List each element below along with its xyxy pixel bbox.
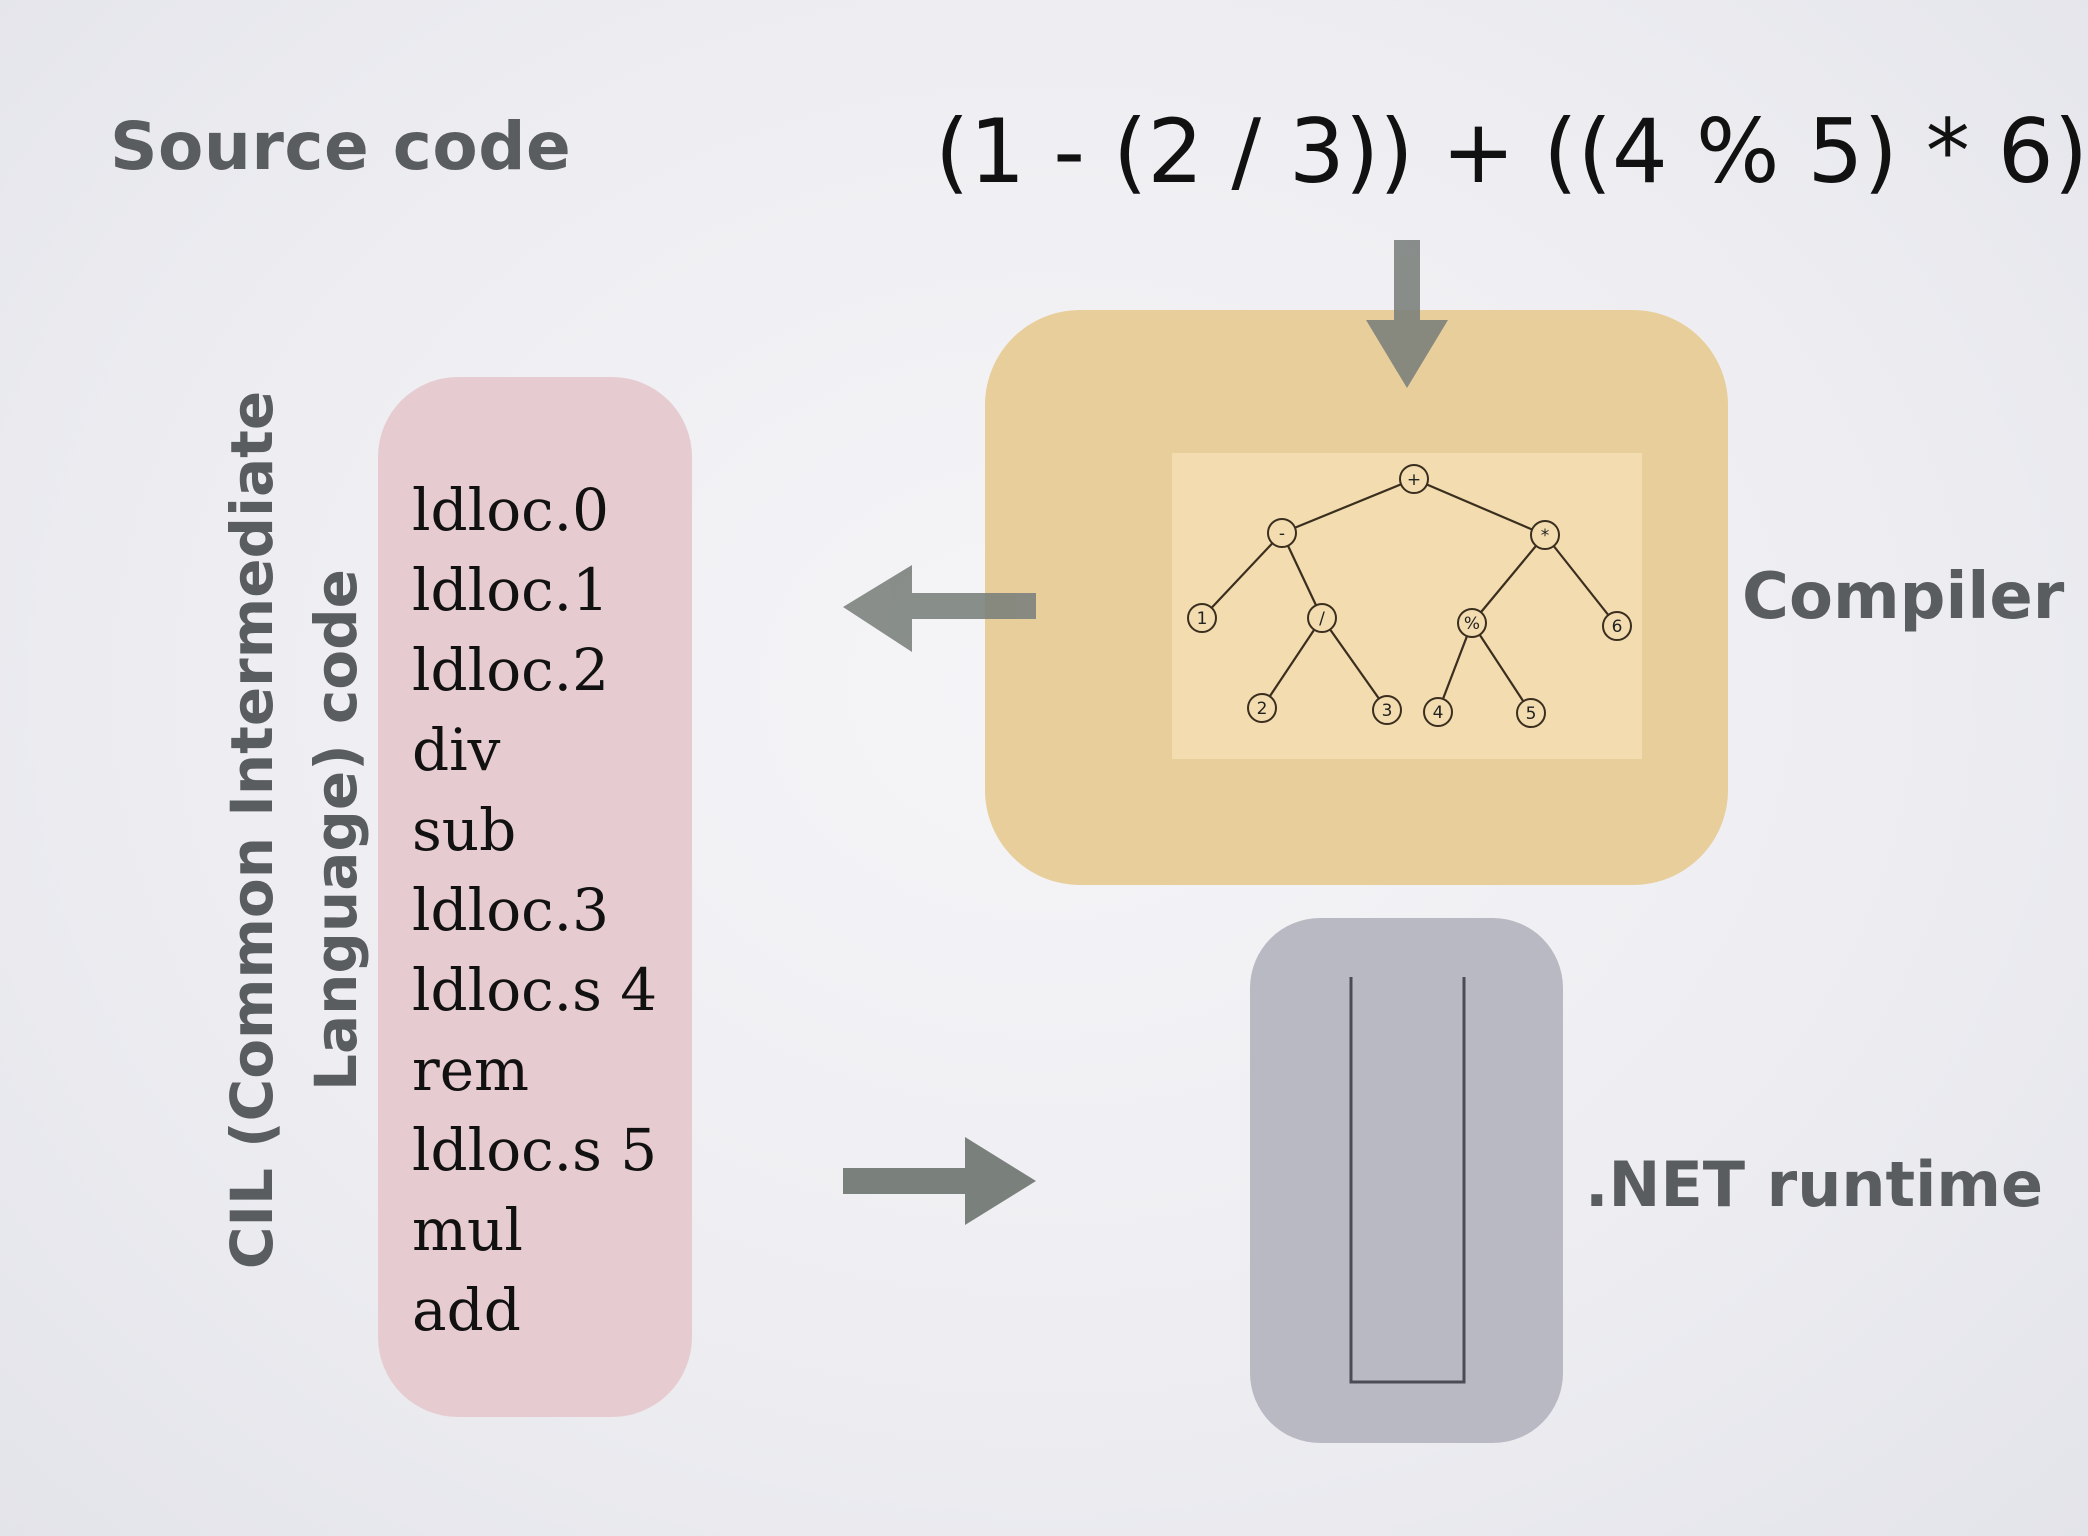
tree-edge [1321,617,1388,711]
tree-edge [1471,622,1532,714]
source-code-label: Source code [110,108,572,185]
tree-edge [1201,532,1283,619]
cil-instruction: sub [412,796,517,864]
tree-node-1: 1 [1187,603,1217,633]
tree-node-3: 3 [1372,695,1402,725]
compiler-label: Compiler [1742,560,2065,634]
svg-text:+: + [1407,470,1421,490]
cil-instruction: ldloc.s 4 [412,956,658,1024]
cil-instruction: div [412,716,501,784]
source-expression: (1 - (2 / 3)) + ((4 % 5) * 6) [935,100,2088,203]
tree-edge [1544,534,1618,627]
arrow-left-icon [843,565,1036,652]
cil-instruction: mul [412,1196,523,1264]
tree-edge [1471,534,1546,624]
tree-node-2: 2 [1247,693,1277,723]
tree-edge [1281,477,1415,535]
svg-text:6: 6 [1612,617,1623,637]
tree-edge [1261,617,1323,709]
svg-text:/: / [1319,609,1325,629]
tree-node-6: 6 [1602,611,1632,641]
syntax-tree: + - * 1 / % 6 2 3 4 5 [1187,464,1632,728]
tree-node-4: 4 [1423,697,1453,727]
cil-code-box [378,377,692,1417]
svg-text:5: 5 [1526,704,1537,724]
cil-instruction: rem [412,1036,530,1104]
tree-node-plus: + [1399,464,1429,494]
svg-text:%: % [1464,614,1480,634]
cil-instruction: ldloc.2 [412,636,609,704]
arrow-right-icon [843,1137,1036,1225]
tree-node-mod: % [1457,608,1487,638]
svg-text:3: 3 [1382,701,1393,721]
cil-instruction: ldloc.s 5 [412,1116,658,1184]
cil-instruction: ldloc.3 [412,876,609,944]
tree-edge [1281,532,1323,619]
cil-instruction: add [412,1276,521,1344]
arrow-down-icon [1366,240,1448,388]
tree-node-divide: / [1307,603,1337,633]
tree-edge [1436,622,1474,713]
stack-shape [1349,977,1466,1384]
svg-text:1: 1 [1197,609,1208,629]
tree-node-minus: - [1267,518,1297,548]
runtime-box [1250,918,1563,1443]
tree-node-multiply: * [1530,520,1560,550]
tree-node-5: 5 [1516,698,1546,728]
svg-text:4: 4 [1433,703,1444,723]
svg-text:2: 2 [1257,699,1268,719]
cil-instruction-list: ldloc.0 ldloc.1 ldloc.2 div sub ldloc.3 … [412,470,657,1350]
tree-edge [1413,477,1546,537]
svg-text:-: - [1279,524,1285,544]
runtime-label: .NET runtime [1585,1148,2044,1221]
cil-instruction: ldloc.1 [412,556,609,624]
svg-text:*: * [1541,526,1550,546]
cil-instruction: ldloc.0 [412,476,609,544]
